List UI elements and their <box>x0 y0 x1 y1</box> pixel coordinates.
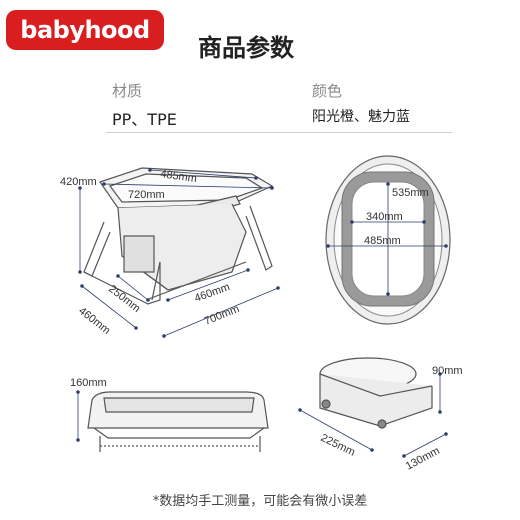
dim-label-225: 225mm <box>319 432 357 459</box>
dim-label-720: 720mm <box>128 189 165 201</box>
dim-line-720 <box>102 182 274 190</box>
dim-label-460-right: 460mm <box>193 281 232 305</box>
material-label: 材质 <box>112 82 143 100</box>
spec-divider <box>106 132 452 133</box>
page-title: 商品参数 <box>198 34 294 62</box>
dim-line-460-left <box>80 284 138 330</box>
dim-line-225 <box>298 408 374 452</box>
dim-label-485-mid: 485mm <box>364 235 401 247</box>
dim-label-90: 90mm <box>432 365 463 377</box>
material-value: PP、TPE <box>112 110 177 129</box>
brand-logo-text: babyhood <box>20 16 150 44</box>
dim-label-130: 130mm <box>404 445 442 473</box>
dim-label-485-top: 485mm <box>160 168 198 185</box>
dim-label-460-left: 460mm <box>76 305 112 337</box>
dim-line-485-top <box>148 168 258 180</box>
dim-label-700: 700mm <box>203 303 242 328</box>
dim-label-340: 340mm <box>366 211 403 223</box>
dim-label-420: 420mm <box>60 176 97 188</box>
brand-logo: babyhood <box>6 10 164 50</box>
dim-line-130 <box>402 432 448 458</box>
folded-stool-diagram <box>319 357 433 429</box>
color-value: 阳光橙、魅力蓝 <box>312 109 410 125</box>
dim-line-700 <box>162 286 280 338</box>
dim-label-535: 535mm <box>392 187 429 199</box>
measurement-note: *数据均手工测量，可能会有微小误差 <box>152 494 368 509</box>
dim-label-160: 160mm <box>70 377 107 389</box>
color-label: 颜色 <box>312 82 343 100</box>
folded-tub-diagram <box>87 391 269 452</box>
